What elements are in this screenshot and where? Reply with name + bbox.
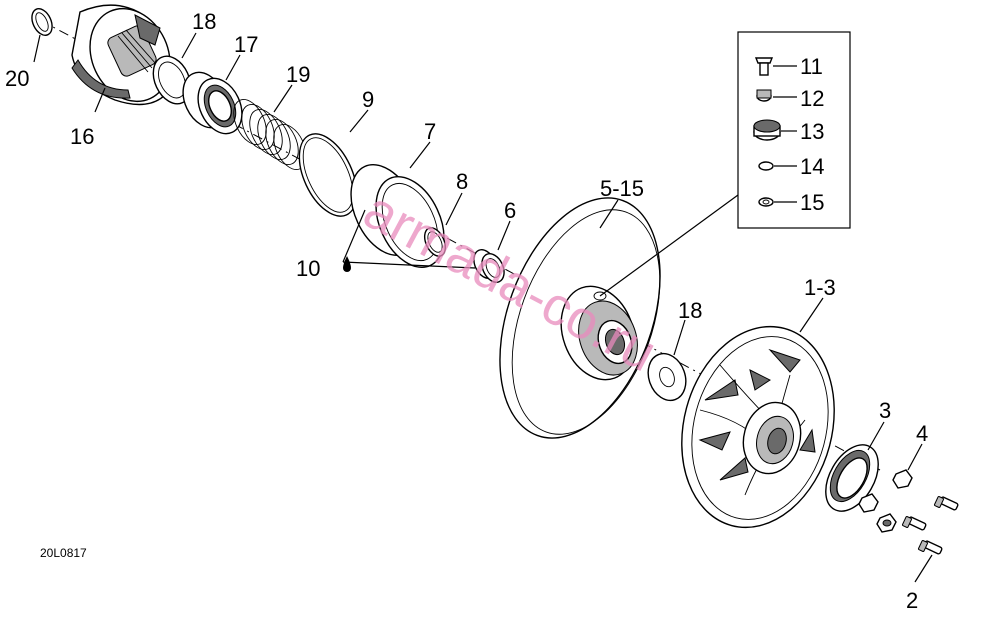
- callout-18-lower: 18: [678, 298, 702, 323]
- callout-18-upper: 18: [192, 9, 216, 34]
- callout-20: 20: [5, 66, 29, 91]
- part-washer-lower: [647, 352, 687, 402]
- callout-16: 16: [70, 124, 94, 149]
- part-snap-ring: [31, 8, 53, 36]
- detail-box-bolt-assembly: [737, 31, 851, 229]
- callout-3: 3: [879, 398, 891, 423]
- part-bearing: [182, 71, 243, 135]
- leader-lines: [33, 32, 933, 583]
- callout-9: 9: [362, 87, 374, 112]
- part-bolts: [901, 496, 959, 555]
- part-washer-upper: [152, 55, 192, 105]
- callout-15: 15: [800, 190, 824, 215]
- callout-5-15: 5-15: [600, 176, 644, 201]
- callout-2: 2: [906, 588, 918, 613]
- callout-13: 13: [800, 119, 824, 144]
- callout-17: 17: [234, 32, 258, 57]
- callout-1-3: 1-3: [804, 275, 836, 300]
- callout-6: 6: [504, 198, 516, 223]
- callout-8: 8: [456, 169, 468, 194]
- part-fixed-sheave: [499, 197, 661, 439]
- callout-7: 7: [424, 119, 436, 144]
- part-spring: [233, 99, 307, 170]
- part-cover-plate: [825, 444, 879, 512]
- callout-4: 4: [916, 421, 928, 446]
- callout-11: 11: [800, 54, 823, 79]
- oil-drop-icon: [343, 256, 351, 272]
- callout-12: 12: [800, 86, 824, 111]
- part-nuts: [858, 469, 913, 533]
- callout-10: 10: [296, 256, 320, 281]
- callout-19: 19: [286, 62, 310, 87]
- drawing-code: 20L0817: [40, 546, 87, 560]
- part-small-ring: [423, 227, 447, 257]
- part-bushing: [473, 249, 505, 283]
- part-cam-housing: [71, 4, 176, 106]
- callout-14: 14: [800, 154, 824, 179]
- part-retaining-ring: [298, 133, 358, 217]
- part-movable-sheave: [681, 325, 835, 529]
